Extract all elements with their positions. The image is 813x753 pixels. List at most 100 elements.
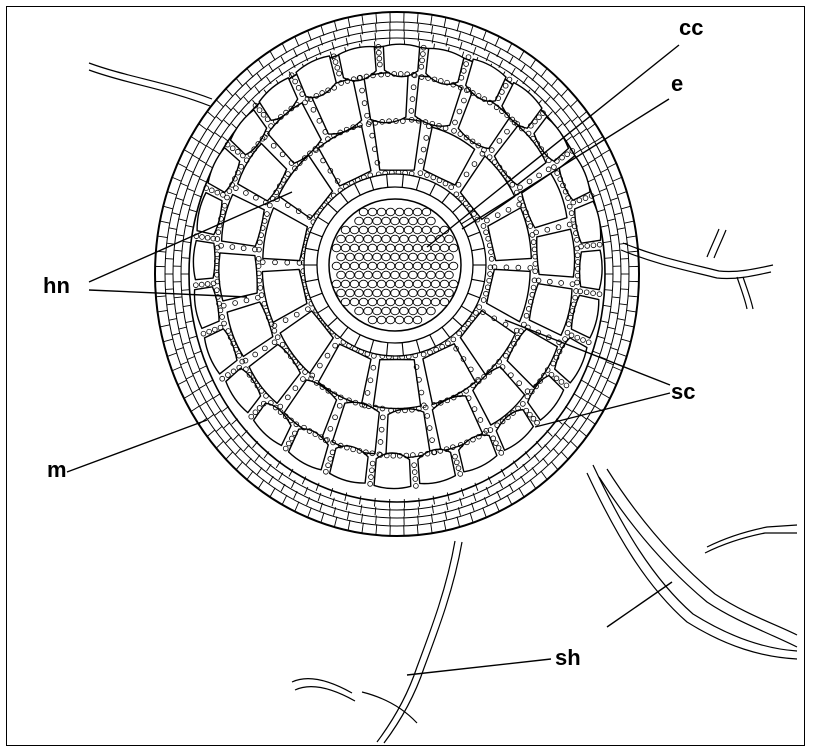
hartig-net-bead [477,305,482,310]
mantle-cell-wall [587,384,594,388]
hartig-net-bead [495,213,500,218]
mantle-cell-wall [444,17,446,28]
mantle-cell-wall [457,517,460,527]
mantle-cell-wall [232,419,238,425]
stele-cell [418,289,427,297]
label-sc: sc [671,379,695,404]
hartig-net-bead [253,352,258,357]
stele-cell [355,289,364,297]
mantle-cell-wall [523,464,528,471]
mantle-cell-wall [267,77,272,84]
stele-cell [391,307,400,315]
hartig-net-bead [419,390,424,395]
mantle-cell-wall [191,406,200,412]
stele-cell [404,316,413,324]
hartig-net-bead [546,167,551,172]
hartig-net-bead [368,481,373,486]
hartig-net-bead [499,450,504,455]
hartig-net-bead [368,378,373,383]
hartig-net-bead [222,321,227,326]
mantle-cell-wall [193,371,200,375]
mantle-cell-wall [624,325,634,327]
hartig-net-bead [241,246,246,251]
mantle-cell-wall [235,94,241,100]
hartig-net-bead [421,352,426,357]
mantle-cell-wall [600,321,608,323]
stele-cell [377,226,386,234]
stele-cell [382,289,391,297]
mantle-cell-wall [523,77,528,84]
mantle-cell-wall [193,155,200,159]
stele-cell [431,280,440,288]
label-hn: hn [43,273,70,298]
mantle-cell-wall [534,455,539,462]
mantle-cell-wall [521,476,525,483]
stele-cell [404,280,413,288]
mantle-cell-wall [178,380,187,385]
stele-cell [404,226,413,234]
mantle-cell-wall [570,441,577,448]
stele-cell [382,307,391,315]
mantle-cell-wall [376,524,377,535]
mantle-cell-wall [172,213,180,215]
mantle-cell-wall [621,339,631,342]
hartig-net-bead [212,327,217,332]
hartig-net-bead [244,298,249,303]
hartig-net-bead [531,416,536,421]
hartig-net-bead [430,438,435,443]
stele-cell [341,280,350,288]
hartig-net-bead [466,55,471,60]
cortex-cell [319,126,372,186]
hartig-net-bead [492,160,497,165]
mantle-cell-wall [418,507,419,516]
stele-cell [422,280,431,288]
mantle-cell-wall [597,336,605,338]
mantle-cell-wall [600,225,608,227]
hartig-net-bead [328,426,333,431]
hartig-net-bead [193,283,198,288]
hartig-net-bead [569,211,574,216]
hartig-net-bead [333,343,338,348]
hartig-net-bead [413,484,418,489]
mantle-cell-wall [603,305,611,306]
mantle-cell-wall [174,250,182,251]
stele-cell [337,253,346,261]
hartig-net-bead [285,203,290,208]
mantle-cell-wall [447,493,449,501]
mantle-cell-wall [189,210,197,212]
hartig-net-bead [323,469,328,474]
mantle-cell-wall [604,290,612,291]
mantle-cell-wall [497,491,501,499]
hartig-net-bead [428,350,433,355]
mantle-cell-wall [359,496,360,505]
mantle-cell-wall [216,441,223,448]
mantle-cell-wall [247,471,253,479]
mantle-cell-wall [418,33,419,42]
mantle-cell-wall [181,362,188,365]
stele-cell [359,244,368,252]
mantle-cell-wall [617,192,626,195]
mantle-cell-wall [624,221,634,223]
mantle-cell-wall [179,327,187,329]
hartig-net-bead [525,394,530,399]
hartig-net-bead [456,182,461,187]
stele-cell [332,280,341,288]
mantle-cell-wall [224,120,230,125]
stele-cell [400,271,409,279]
mantle-cell-wall [247,68,253,76]
hartig-net-bead [545,227,550,232]
hartig-net-bead [549,372,554,377]
hartig-net-bead [200,235,205,240]
mantle-cell-wall [294,49,298,57]
stele-cell [391,235,400,243]
mantle-cell-wall [281,484,285,492]
mantle-cell-wall [199,124,207,130]
mantle-cell-wall [555,434,561,440]
mantle-cell-wall [348,17,350,28]
hartig-net-bead [411,85,416,90]
hartig-net-bead [413,477,418,482]
mantle-cell-wall [224,422,230,427]
stele-cell [364,307,373,315]
hartig-net-bead [516,265,521,270]
stele-cell [373,289,382,297]
